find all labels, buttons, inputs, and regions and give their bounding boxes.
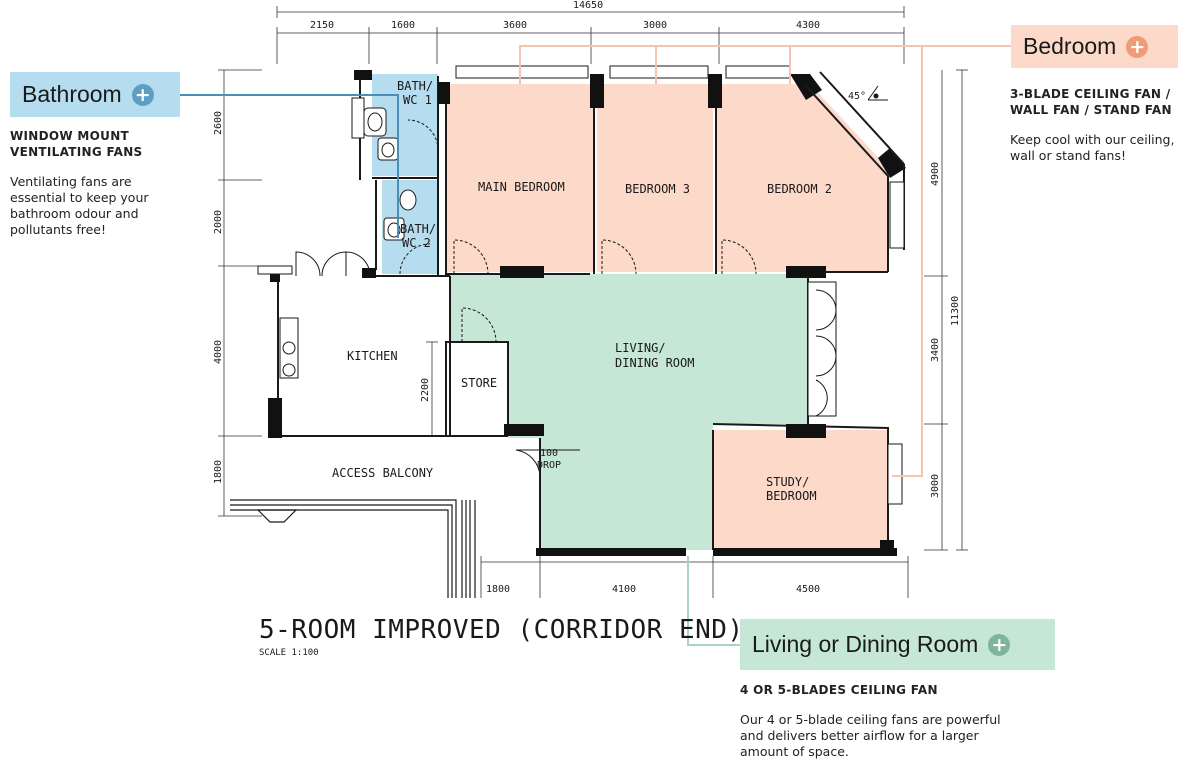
room-label-study-line2: BEDROOM [766, 489, 817, 503]
bedroom-plus-icon[interactable]: + [1126, 35, 1149, 58]
room-label-kitchen: KITCHEN [347, 349, 398, 363]
dim-bottom-1: 1800 [486, 584, 510, 595]
living-leader [687, 556, 740, 646]
dimension-lines [218, 6, 968, 598]
door-swings [399, 119, 757, 343]
bedroom3-area[interactable] [597, 84, 713, 272]
compass-angle: 45° [848, 91, 866, 102]
living-callout-label: Living or Dining Room [752, 631, 979, 657]
bedroom-info-heading: 3-BLADE CEILING FAN / WALL FAN / STAND F… [1010, 87, 1172, 117]
dim-left-2: 2000 [213, 210, 224, 234]
dim-left-3: 4000 [213, 340, 224, 364]
bedroom-leader [519, 45, 1012, 477]
refuse-drop-line1: 100 [540, 448, 558, 459]
room-label-refuse-drop: 100 DROP [537, 448, 564, 471]
room-label-study-bedroom: STUDY/ BEDROOM [766, 475, 817, 503]
room-label-bath-wc1-line2: WC 1 [403, 93, 432, 107]
plan-scale: SCALE 1:100 [259, 648, 319, 658]
bathroom-info-body: Ventilating fans are essential to keep y… [10, 174, 149, 237]
room-label-main-bedroom: MAIN BEDROOM [478, 180, 565, 194]
main-bedroom-area[interactable] [446, 84, 593, 272]
living-callout-button[interactable]: Living or Dining Room + [740, 619, 1055, 670]
bedroom-callout-button[interactable]: Bedroom + [1011, 25, 1178, 68]
bedroom2-area[interactable] [717, 84, 888, 272]
room-label-study-line1: STUDY/ [766, 475, 809, 489]
dim-top-1: 2150 [310, 20, 334, 31]
living-plus-icon[interactable]: + [988, 633, 1011, 656]
dim-right-3: 3000 [930, 474, 941, 498]
room-label-bath-wc2-line1: BATH/ [400, 222, 436, 236]
windows [257, 65, 905, 505]
bathroom-callout-label: Bathroom [22, 81, 122, 107]
living-info-body: Our 4 or 5-blade ceiling fans are powerf… [740, 712, 1001, 759]
room-label-bath-wc1: BATH/ WC 1 [397, 79, 440, 107]
dim-top-5: 4300 [796, 20, 820, 31]
bathroom-info-heading: WINDOW MOUNT VENTILATING FANS [10, 129, 143, 159]
room-label-store: STORE [461, 376, 497, 390]
dim-top-4: 3000 [643, 20, 667, 31]
room-label-living-line1: LIVING/ [615, 341, 666, 355]
bedroom-info: 3-BLADE CEILING FAN / WALL FAN / STAND F… [1010, 86, 1195, 164]
study-bedroom-area[interactable] [713, 430, 888, 548]
room-label-access-balcony: ACCESS BALCONY [332, 466, 434, 480]
room-label-bath-wc2: BATH/ WC 2 [400, 222, 443, 250]
room-label-bath-wc2-line2: WC 2 [402, 236, 431, 250]
bath-wc2-area[interactable] [382, 180, 438, 274]
dim-right-total: 11300 [950, 296, 961, 326]
dim-top-3: 3600 [503, 20, 527, 31]
room-label-living-line2: DINING ROOM [615, 356, 694, 370]
room-label-bedroom2: BEDROOM 2 [767, 182, 832, 196]
dim-left-1: 2600 [213, 111, 224, 135]
bathroom-plus-icon[interactable]: + [131, 83, 154, 106]
room-label-bath-wc1-line1: BATH/ [397, 79, 433, 93]
dim-bottom-2: 4100 [612, 584, 636, 595]
living-dining-area[interactable] [450, 274, 808, 550]
kitchen-doors [295, 251, 837, 477]
dim-total-width: 14650 [573, 0, 603, 11]
bathroom-callout-button[interactable]: Bathroom + [10, 72, 180, 117]
dim-top-2: 1600 [391, 20, 415, 31]
bathroom-info: WINDOW MOUNT VENTILATING FANS Ventilatin… [10, 128, 190, 238]
room-label-bedroom3: BEDROOM 3 [625, 182, 690, 196]
dim-bottom-3: 4500 [796, 584, 820, 595]
balcony-outline [230, 499, 476, 598]
bedroom-callout-label: Bedroom [1023, 33, 1117, 59]
room-label-living-dining: LIVING/ DINING ROOM [615, 341, 694, 370]
bathroom-leader [180, 94, 399, 238]
bedroom-info-body: Keep cool with our ceiling, wall or stan… [1010, 132, 1175, 163]
compass-marker [867, 85, 888, 101]
dim-store-height: 2200 [420, 378, 431, 402]
dim-left-4: 1800 [213, 460, 224, 484]
dim-right-2: 3400 [930, 338, 941, 362]
plan-title: 5-ROOM IMPROVED (CORRIDOR END) [259, 615, 744, 645]
living-info: 4 OR 5-BLADES CEILING FAN Our 4 or 5-bla… [740, 682, 1040, 760]
refuse-drop-line2: DROP [537, 460, 561, 471]
dim-right-1: 4900 [930, 162, 941, 186]
living-info-heading: 4 OR 5-BLADES CEILING FAN [740, 683, 938, 697]
